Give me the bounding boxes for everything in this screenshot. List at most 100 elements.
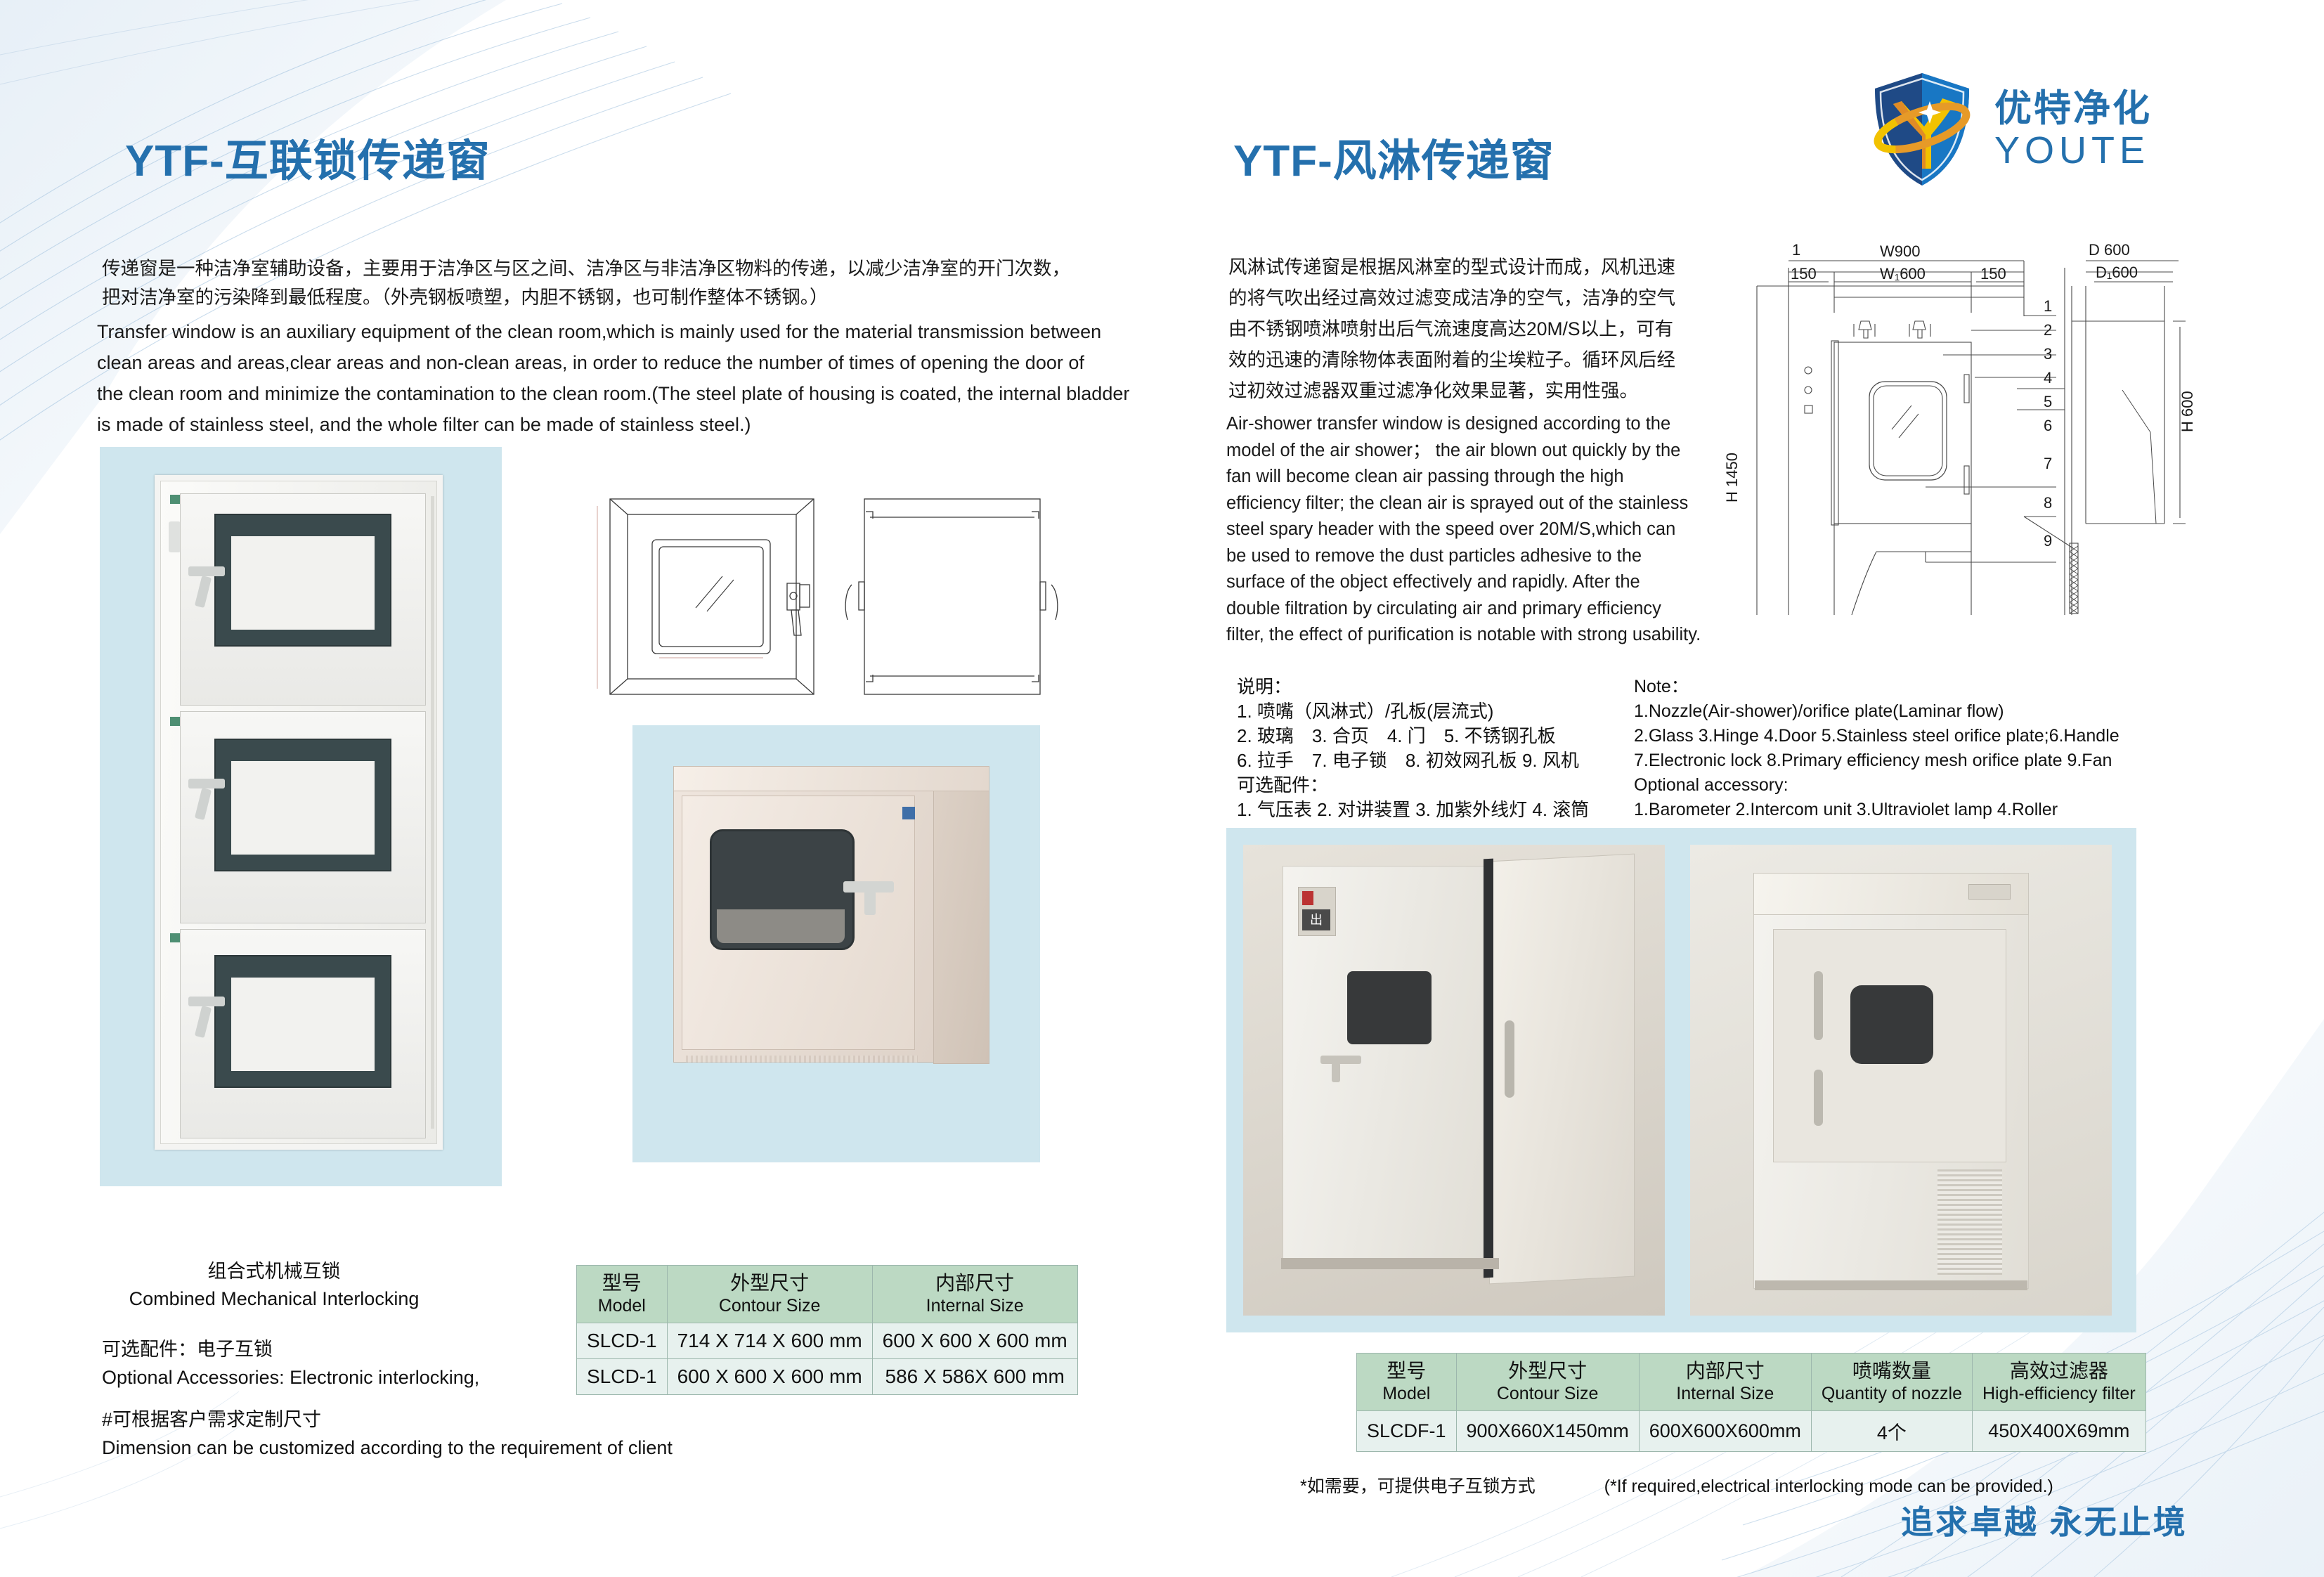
legend-en-optional-heading: Optional accessory: <box>1634 775 1789 795</box>
dim-height-overall: H 1450 <box>1723 453 1741 502</box>
legend-cn-optional-item: 1. 气压表 2. 对讲装置 3. 加紫外线灯 4. 滚筒 <box>1237 799 1590 820</box>
intro-en-line: clean areas and areas,clear areas and no… <box>97 352 1084 373</box>
legend-chinese: 说明： 1. 喷嘴（风淋式）/孔板(层流式) 2. 玻璃 3. 合页 4. 门 … <box>1237 675 1589 822</box>
drawing-air-shower-dimensions: 1 W900 150 W₁600 150 D 600 D₁600 H 1450 … <box>1701 221 2193 622</box>
intro-en-line: the clean room and minimize the contamin… <box>97 383 1130 404</box>
right-table-footnote: *如需要，可提供电子互锁方式 (*If required,electrical … <box>1300 1472 2053 1498</box>
caption-en: Combined Mechanical Interlocking <box>129 1288 420 1309</box>
intro-en-line: surface of the object effectively and ra… <box>1226 572 1640 592</box>
cell-internal-size: 586 X 586X 600 mm <box>871 1358 1078 1395</box>
note-en: Dimension can be customized according to… <box>102 1437 673 1458</box>
legend-en-optional-item: 1.Barometer 2.Intercom unit 3.Ultraviole… <box>1634 800 2058 819</box>
caption-cn: 组合式机械互锁 <box>207 1261 341 1282</box>
footnote-cn: *如需要，可提供电子互锁方式 <box>1300 1477 1536 1496</box>
cell-quantity-of-nozzle: 4个 <box>1810 1410 1973 1452</box>
th-quantity-of-nozzle: 喷嘴数量 Quantity of nozzle <box>1810 1353 1973 1411</box>
footnote-en: (*If required,electrical interlocking mo… <box>1604 1477 2053 1496</box>
callout-7: 7 <box>2044 455 2052 472</box>
photo-air-shower-transfer-windows: 出 <box>1226 828 2136 1332</box>
legend-cn-heading: 说明： <box>1237 676 1292 697</box>
th-contour-size: 外型尺寸 Contour Size <box>1455 1353 1640 1411</box>
legend-en-item: 7.Electronic lock 8.Primary efficiency m… <box>1634 751 2112 770</box>
intro-cn-line: 传递窗是一种洁净室辅助设备，主要用于洁净区与区之间、洁净区与非洁净区物料的传递，… <box>102 258 1070 279</box>
dim-margin-left: 150 <box>1791 265 1817 283</box>
brand-slogan: 追求卓越 永无止境 <box>1901 1504 2188 1540</box>
cell-contour-size: 900X660X1450mm <box>1455 1410 1640 1452</box>
left-figure-caption: 组合式机械互锁 Combined Mechanical Interlocking <box>126 1258 422 1313</box>
callout-9: 9 <box>2044 532 2052 550</box>
dim-depth-overall: D 600 <box>2089 241 2130 259</box>
cell-contour-size: 714 X 714 X 600 mm <box>666 1323 873 1359</box>
table-row: SLCD-1 600 X 600 X 600 mm 586 X 586X 600… <box>576 1358 1078 1395</box>
note-cn: #可根据客户需求定制尺寸 <box>102 1409 322 1430</box>
brand-name-cn: 优特净化 <box>1994 87 2152 129</box>
table-row: SLCD-1 714 X 714 X 600 mm 600 X 600 X 60… <box>576 1323 1078 1359</box>
intro-cn-line: 过初效过滤器双重过滤净化效果显著，实用性强。 <box>1228 380 1638 401</box>
intro-en-line: Air-shower transfer window is designed a… <box>1226 414 1671 434</box>
legend-english: Note： 1.Nozzle(Air-shower)/orifice plate… <box>1634 675 2119 822</box>
legend-en-item: 2.Glass 3.Hinge 4.Door 5.Stainless steel… <box>1634 726 2119 746</box>
photo-three-tier-transfer-window <box>100 447 502 1186</box>
intro-en-line: be used to remove the dust particles adh… <box>1226 545 1642 566</box>
table-row: SLCDF-1 900X660X1450mm 600X600X600mm 4个 … <box>1356 1410 2146 1452</box>
th-high-efficiency-filter: 高效过滤器 High-efficiency filter <box>1971 1353 2146 1411</box>
note-cn: 可选配件：电子互锁 <box>102 1339 273 1360</box>
th-internal-size: 内部尺寸 Internal Size <box>871 1265 1078 1323</box>
callout-6: 6 <box>2044 417 2052 434</box>
callout-2: 2 <box>2044 321 2052 339</box>
cell-high-efficiency-filter: 450X400X69mm <box>1971 1410 2146 1452</box>
legend-en-heading: Note： <box>1634 677 1689 696</box>
intro-cn-line: 效的迅速的清除物体表面附着的尘埃粒子。循环风后经 <box>1228 349 1675 370</box>
brand-logo: 优特净化 YOUTE <box>1869 70 2152 188</box>
shield-y-logo-icon <box>1874 73 1971 186</box>
callout-3: 3 <box>2044 345 2052 363</box>
cell-internal-size: 600X600X600mm <box>1638 1410 1812 1452</box>
intro-en-line: fan will become clean air passing throug… <box>1226 467 1624 486</box>
intro-en-line: efficiency filter; the clean air is spra… <box>1226 493 1689 513</box>
callout-4: 4 <box>2044 369 2052 387</box>
legend-cn-item: 1. 喷嘴（风淋式）/孔板(层流式) <box>1237 701 1494 722</box>
intro-en-line: is made of stainless steel, and the whol… <box>97 414 751 435</box>
intro-en-line: model of the air shower； the air blown o… <box>1226 440 1681 460</box>
table-header-row: 型号 Model 外型尺寸 Contour Size 内部尺寸 Internal… <box>1356 1353 2146 1411</box>
photo-single-transfer-window <box>632 725 1040 1162</box>
th-model: 型号 Model <box>576 1265 668 1323</box>
page-title-left: YTF-互联锁传递窗 <box>125 137 491 186</box>
callout-8: 8 <box>2044 494 2052 512</box>
intro-en-line: Transfer window is an auxiliary equipmen… <box>97 321 1102 342</box>
legend-en-item: 1.Nozzle(Air-shower)/orifice plate(Lamin… <box>1634 701 2004 721</box>
left-optional-accessories-note: 可选配件：电子互锁 Optional Accessories: Electron… <box>102 1335 479 1391</box>
cell-model: SLCD-1 <box>576 1323 668 1359</box>
intro-en-line: steel spary header with the speed over 2… <box>1226 519 1676 539</box>
legend-cn-item: 2. 玻璃 3. 合页 4. 门 5. 不锈钢孔板 <box>1237 725 1556 746</box>
dim-width-overall: W900 <box>1880 242 1920 260</box>
dim-callout-top: 1 <box>1792 241 1800 259</box>
left-spec-table: 型号 Model 外型尺寸 Contour Size 内部尺寸 Internal… <box>576 1265 1078 1395</box>
left-intro-english: Transfer window is an auxiliary equipmen… <box>97 316 1129 440</box>
intro-en-line: filter, the effect of purification is no… <box>1226 625 1701 644</box>
th-contour-size: 外型尺寸 Contour Size <box>666 1265 873 1323</box>
table-header-row: 型号 Model 外型尺寸 Contour Size 内部尺寸 Internal… <box>576 1265 1078 1323</box>
right-intro-chinese: 风淋试传递窗是根据风淋室的型式设计而成，风机迅速 的将气吹出经过高效过滤变成洁净… <box>1228 252 1675 406</box>
intro-cn-line: 由不锈钢喷淋喷射出后气流速度高达20M/S以上，可有 <box>1228 318 1674 339</box>
cell-model: SLCDF-1 <box>1356 1410 1457 1452</box>
intro-cn-line: 的将气吹出经过高效过滤变成洁净的空气，洁净的空气 <box>1228 287 1675 309</box>
dim-height-inner: H 600 <box>2179 391 2193 432</box>
right-intro-english: Air-shower transfer window is designed a… <box>1226 411 1701 649</box>
left-intro-chinese: 传递窗是一种洁净室辅助设备，主要用于洁净区与区之间、洁净区与非洁净区物料的传递，… <box>102 254 1070 312</box>
dim-depth-inner: D₁600 <box>2096 264 2138 281</box>
cell-model: SLCD-1 <box>576 1358 668 1395</box>
intro-en-line: double filtration by circulating air and… <box>1226 598 1661 618</box>
right-spec-table: 型号 Model 外型尺寸 Contour Size 内部尺寸 Internal… <box>1356 1353 2146 1452</box>
callout-5: 5 <box>2044 393 2052 410</box>
callout-1: 1 <box>2044 297 2052 315</box>
legend-cn-optional-heading: 可选配件： <box>1237 774 1329 796</box>
th-internal-size: 内部尺寸 Internal Size <box>1638 1353 1812 1411</box>
th-model: 型号 Model <box>1356 1353 1457 1411</box>
dim-margin-right: 150 <box>1980 265 2006 283</box>
intro-cn-line: 把对洁净室的污染降到最低程度。（外壳钢板喷塑，内胆不锈钢，也可制作整体不锈钢。） <box>102 287 829 308</box>
note-en: Optional Accessories: Electronic interlo… <box>102 1367 480 1388</box>
drawing-transfer-window-elevations <box>576 478 1068 717</box>
page-title-right: YTF-风淋传递窗 <box>1233 137 1554 186</box>
